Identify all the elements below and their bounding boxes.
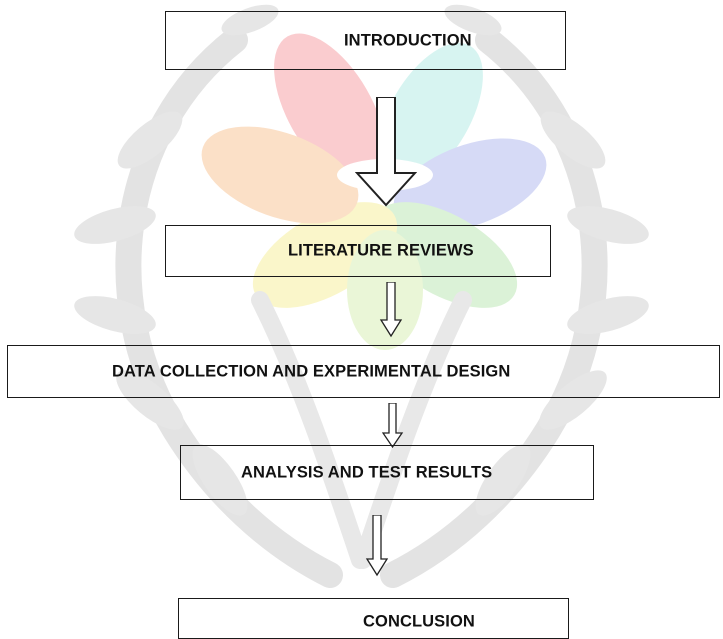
analysis-results-box: ANALYSIS AND TEST RESULTS [180,445,594,500]
arrow-down-icon [382,403,404,449]
introduction-label: INTRODUCTION [344,31,472,49]
conclusion-box: CONCLUSION [178,598,569,639]
introduction-box: INTRODUCTION [165,11,566,70]
arrow-down-icon [379,282,403,338]
data-collection-box: DATA COLLECTION AND EXPERIMENTAL DESIGN [7,345,720,398]
arrow-down-icon [355,97,417,207]
literature-reviews-box: LITERATURE REVIEWS [165,225,551,277]
literature-reviews-label: LITERATURE REVIEWS [288,241,474,260]
conclusion-label: CONCLUSION [363,612,475,631]
data-collection-label: DATA COLLECTION AND EXPERIMENTAL DESIGN [112,362,511,380]
arrow-down-icon [365,515,389,577]
flower-icon [201,33,547,350]
analysis-results-label: ANALYSIS AND TEST RESULTS [241,463,493,481]
